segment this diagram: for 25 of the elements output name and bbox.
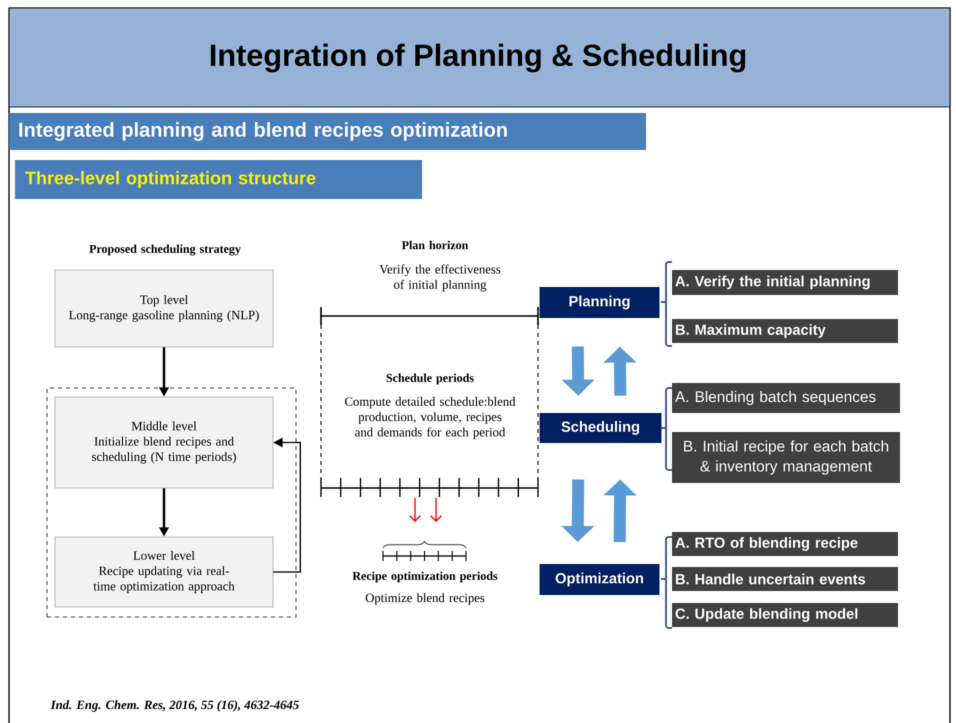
heading: Schedule periods bbox=[386, 374, 474, 384]
section-banner: Integrated planning and blend recipes optimization bbox=[9, 113, 646, 150]
level-box: Middle level Initialize blend recipes and scheduling (N time periods) bbox=[54, 396, 274, 488]
item-box: B. Initial recipe for each batch & inventory management bbox=[672, 432, 900, 483]
stage-box: Planning bbox=[540, 287, 660, 318]
stage-box: Optimization bbox=[540, 564, 660, 595]
level-box: Top level Long-range gasoline planning (NLP) bbox=[54, 270, 274, 348]
description: Optimize blend recipes bbox=[366, 593, 484, 605]
description: Compute detailed schedule:blend production, volume, recipes and demands for each period bbox=[345, 396, 516, 440]
item-box: B. Handle uncertain events bbox=[672, 567, 898, 591]
item-box: B. Maximum capacity bbox=[672, 319, 898, 343]
item-box: C. Update blending model bbox=[672, 603, 898, 627]
level-box: Lower level Recipe updating via real-time optimization approach bbox=[54, 536, 274, 608]
item-box: A. RTO of blending recipe bbox=[672, 532, 898, 556]
heading: Plan horizon bbox=[402, 240, 468, 250]
heading: Proposed scheduling strategy bbox=[89, 244, 241, 256]
dashed-group-box bbox=[46, 387, 297, 618]
subsection-banner: Three-level optimization structure bbox=[15, 160, 422, 199]
stage-box: Scheduling bbox=[540, 413, 662, 443]
item-box: A. Blending batch sequences bbox=[672, 383, 900, 413]
citation: Ind. Eng. Chem. Res, 2016, 55 (16), 4632-4645 bbox=[50, 700, 299, 712]
heading: Recipe optimization periods bbox=[352, 572, 498, 582]
title-banner: Integration of Planning & Scheduling bbox=[8, 8, 950, 108]
item-box: A. Verify the initial planning bbox=[672, 270, 898, 295]
description: Verify the effectiveness of initial planning bbox=[379, 264, 500, 292]
